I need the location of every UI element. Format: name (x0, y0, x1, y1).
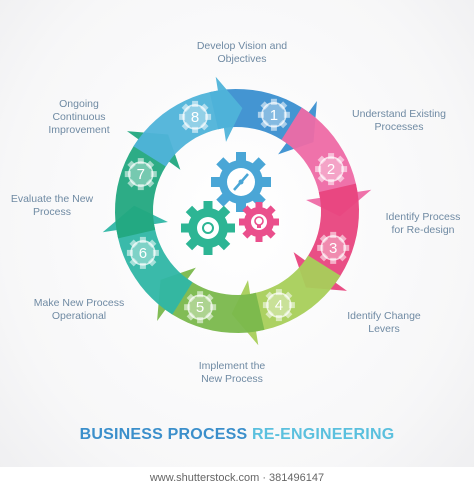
step-8-badge: 8 (179, 100, 212, 133)
title-part-reengineering: RE-ENGINEERING (251, 426, 395, 443)
cycle-arrows (102, 76, 372, 346)
step-5-label: Implement the New Process (198, 360, 266, 385)
title-part-business-process: BUSINESS PROCESS (79, 426, 252, 443)
step-8-number: 8 (191, 109, 199, 126)
step-4-label: Identify Change Levers (347, 310, 421, 335)
step-6-badge: 6 (126, 236, 159, 269)
step-1-number: 1 (270, 107, 278, 124)
step-1-label: Develop Vision and Objectives (196, 40, 288, 65)
step-4-badge: 4 (262, 289, 295, 322)
step-3-badge: 3 (317, 231, 350, 264)
green-gear-icon (181, 201, 235, 255)
arrow-step-8 (133, 76, 243, 167)
pink-gear-icon (239, 202, 279, 242)
step-7-badge: 7 (124, 158, 157, 191)
step-8-label: Ongoing Continuous Improvement (48, 98, 110, 136)
step-7-label: Evaluate the New Process (10, 193, 94, 218)
step-6-label: Make New Process Operational (33, 297, 125, 322)
step-2-label: Understand Existing Processes (352, 108, 446, 133)
blue-gear-icon (211, 152, 271, 212)
step-6-number: 6 (139, 245, 147, 262)
step-2-number: 2 (327, 161, 335, 178)
step-3-number: 3 (329, 240, 337, 257)
step-5-badge: 5 (184, 291, 217, 324)
step-2-badge: 2 (315, 153, 348, 186)
page-title: BUSINESS PROCESS RE-ENGINEERING (0, 426, 474, 444)
step-1-badge: 1 (257, 98, 290, 131)
step-4-number: 4 (275, 297, 283, 314)
watermark-text: www.shutterstock.com · 381496147 (149, 472, 325, 484)
step-5-number: 5 (196, 299, 204, 316)
step-3-label: Identify Process for Re-design (385, 211, 461, 236)
footer-bar (0, 467, 474, 489)
step-7-number: 7 (137, 166, 145, 183)
center-gears (181, 152, 279, 255)
